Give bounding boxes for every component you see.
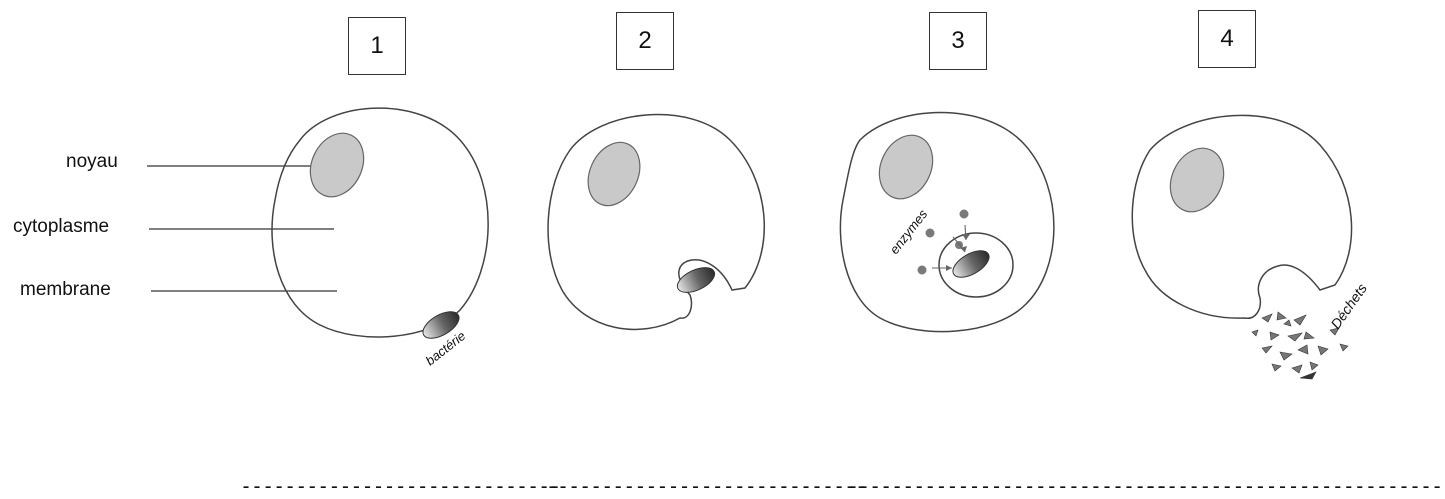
enzyme-dot: [918, 266, 927, 275]
answer-blank-3[interactable]: -----------------------------: [847, 474, 1167, 498]
cell-1-nucleus: [300, 125, 373, 206]
answer-blank-4[interactable]: -----------------------------: [1144, 474, 1445, 498]
cell-1-membrane: [272, 108, 488, 337]
enzyme-dot: [926, 229, 935, 238]
cell-2: [548, 115, 764, 330]
answer-blank-2[interactable]: -----------------------------: [546, 474, 866, 498]
cell-2-membrane: [548, 115, 764, 330]
enzyme-dot: [960, 210, 969, 219]
label-enzymes: enzymes: [887, 206, 931, 257]
cell-4-membrane: [1132, 115, 1351, 318]
cell-4-nucleus: [1160, 140, 1233, 221]
cell-1: bactérie: [272, 108, 488, 368]
label-waste: Déchets: [1327, 280, 1370, 331]
cell-3-membrane: [840, 113, 1053, 332]
cell-4: Déchets: [1132, 115, 1370, 379]
cell-3: enzymes: [840, 113, 1053, 332]
cell-2-nucleus: [578, 134, 649, 214]
answer-blank-1[interactable]: -----------------------------: [240, 474, 560, 498]
bacteria-3: [949, 245, 994, 282]
cell-3-nucleus: [869, 127, 942, 208]
